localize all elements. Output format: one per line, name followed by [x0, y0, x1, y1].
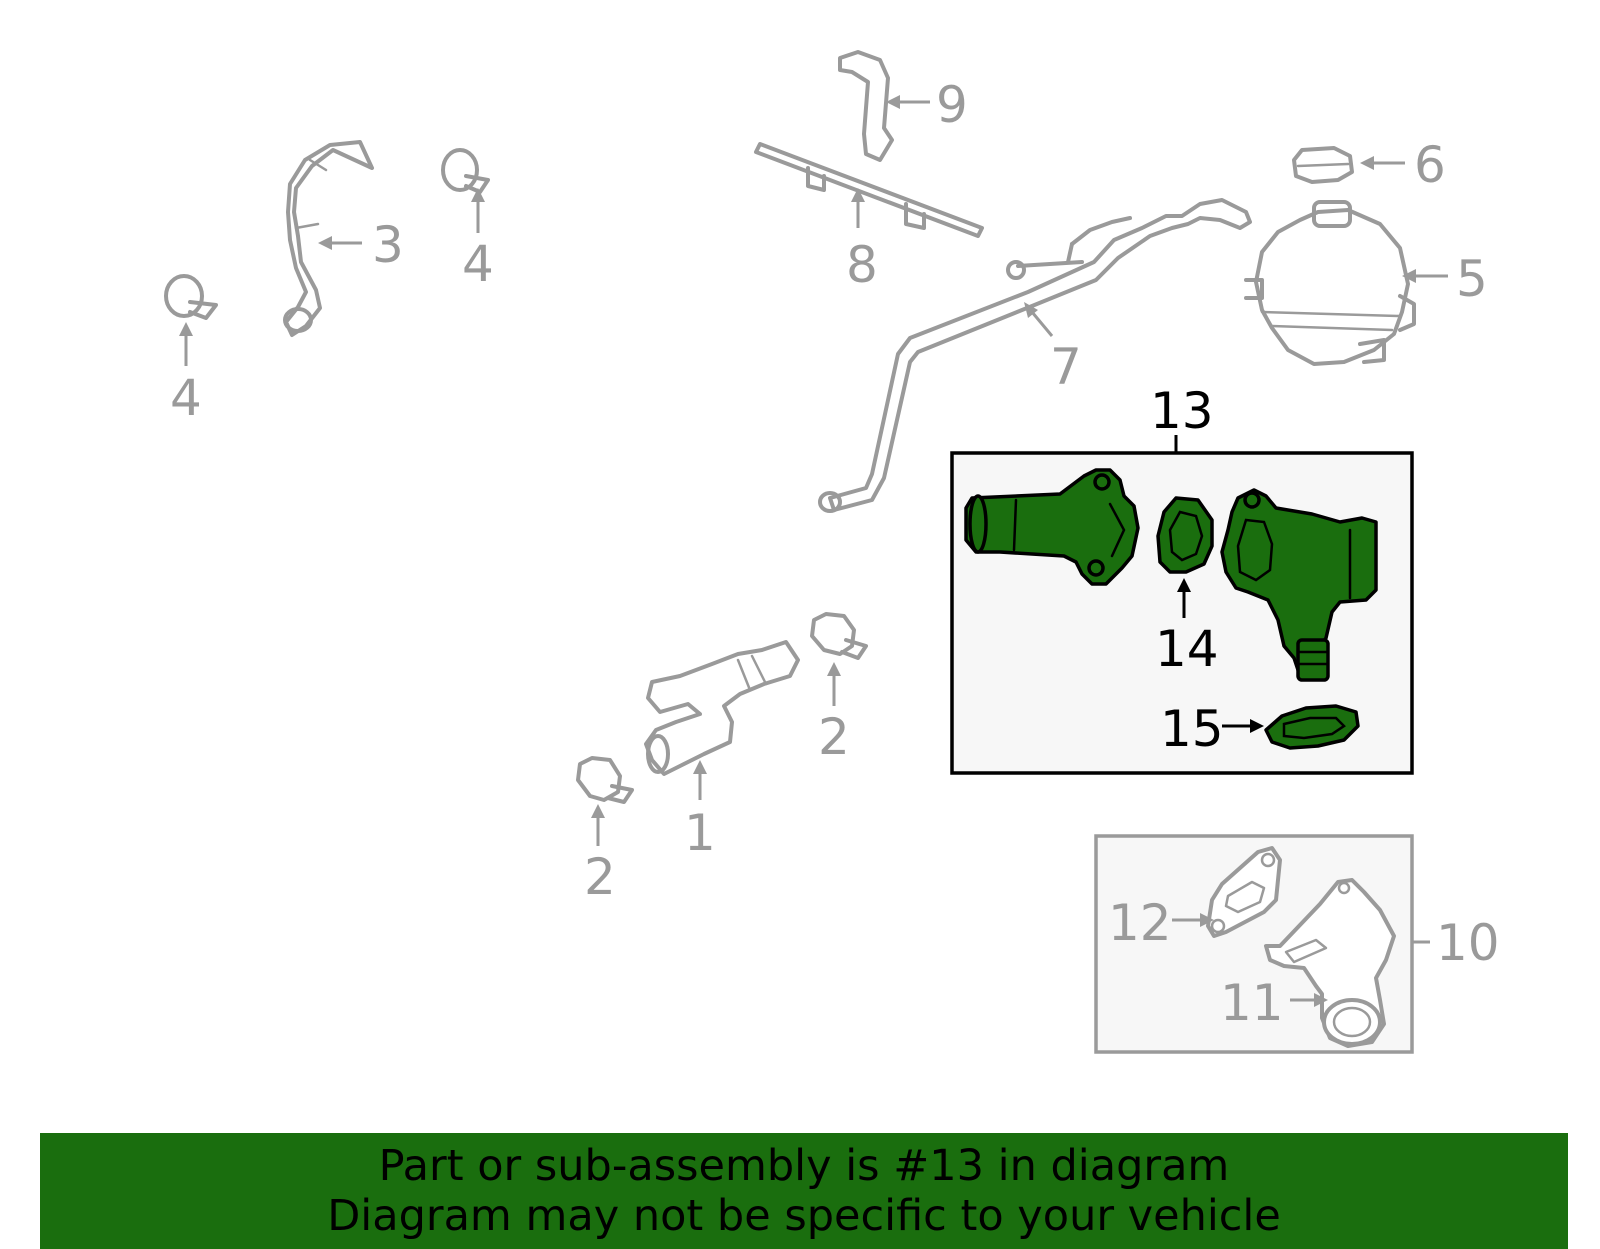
- part-12-gasket[interactable]: [1206, 846, 1282, 938]
- part-1-hose[interactable]: [644, 640, 800, 776]
- banner-line-2: Diagram may not be specific to your vehi…: [327, 1191, 1281, 1241]
- leader-4-top: [471, 188, 485, 233]
- callout-9: 9: [936, 76, 968, 134]
- callout-14: 14: [1155, 620, 1219, 678]
- leader-3: [318, 236, 362, 250]
- part-2-clamp-right[interactable]: [810, 612, 868, 660]
- part-2-clamp-left[interactable]: [576, 756, 634, 804]
- info-banner: Part or sub-assembly is #13 in diagram D…: [40, 1133, 1568, 1249]
- leader-11: [1290, 993, 1328, 1007]
- part-5-reservoir[interactable]: [1244, 200, 1416, 366]
- part-13-housing[interactable]: [1220, 488, 1378, 682]
- callout-13: 13: [1150, 382, 1214, 440]
- callout-3: 3: [372, 216, 404, 274]
- leader-9: [886, 95, 930, 109]
- leader-14: [1177, 578, 1191, 618]
- callout-10: 10: [1436, 914, 1500, 972]
- callout-11: 11: [1220, 974, 1284, 1032]
- callout-2-left: 2: [584, 848, 616, 906]
- part-4-clamp-top[interactable]: [441, 148, 490, 194]
- banner-line-1: Part or sub-assembly is #13 in diagram: [378, 1141, 1230, 1191]
- callout-4-top: 4: [462, 235, 494, 293]
- leader-2-left: [591, 804, 605, 846]
- leader-7: [1024, 302, 1054, 337]
- callout-4-left: 4: [170, 369, 202, 427]
- callout-8: 8: [846, 236, 878, 294]
- callout-2-right: 2: [818, 708, 850, 766]
- leader-8: [851, 188, 865, 228]
- callout-5: 5: [1456, 250, 1488, 308]
- part-14-gasket[interactable]: [1156, 496, 1214, 574]
- part-7-pipe[interactable]: [818, 198, 1252, 513]
- part-15-seal[interactable]: [1264, 704, 1360, 750]
- leader-15: [1222, 719, 1264, 733]
- callout-6: 6: [1414, 136, 1446, 194]
- callout-7: 7: [1050, 338, 1082, 396]
- leader-2-right: [827, 662, 841, 706]
- part-4-clamp-left[interactable]: [164, 274, 218, 320]
- callout-1: 1: [684, 804, 716, 862]
- part-9-pipe[interactable]: [838, 50, 894, 162]
- leader-6: [1360, 156, 1405, 170]
- part-3-hose[interactable]: [283, 140, 374, 337]
- leader-12: [1172, 913, 1214, 927]
- part-6-cap[interactable]: [1292, 146, 1354, 184]
- leader-1: [693, 760, 707, 800]
- callout-12: 12: [1108, 894, 1172, 952]
- callout-15: 15: [1160, 700, 1224, 758]
- part-11-housing[interactable]: [1264, 878, 1396, 1048]
- part-8-bracket[interactable]: [754, 142, 984, 238]
- leader-5: [1402, 269, 1448, 283]
- leader-4-left: [179, 322, 193, 366]
- part-13-outlet[interactable]: [964, 468, 1140, 586]
